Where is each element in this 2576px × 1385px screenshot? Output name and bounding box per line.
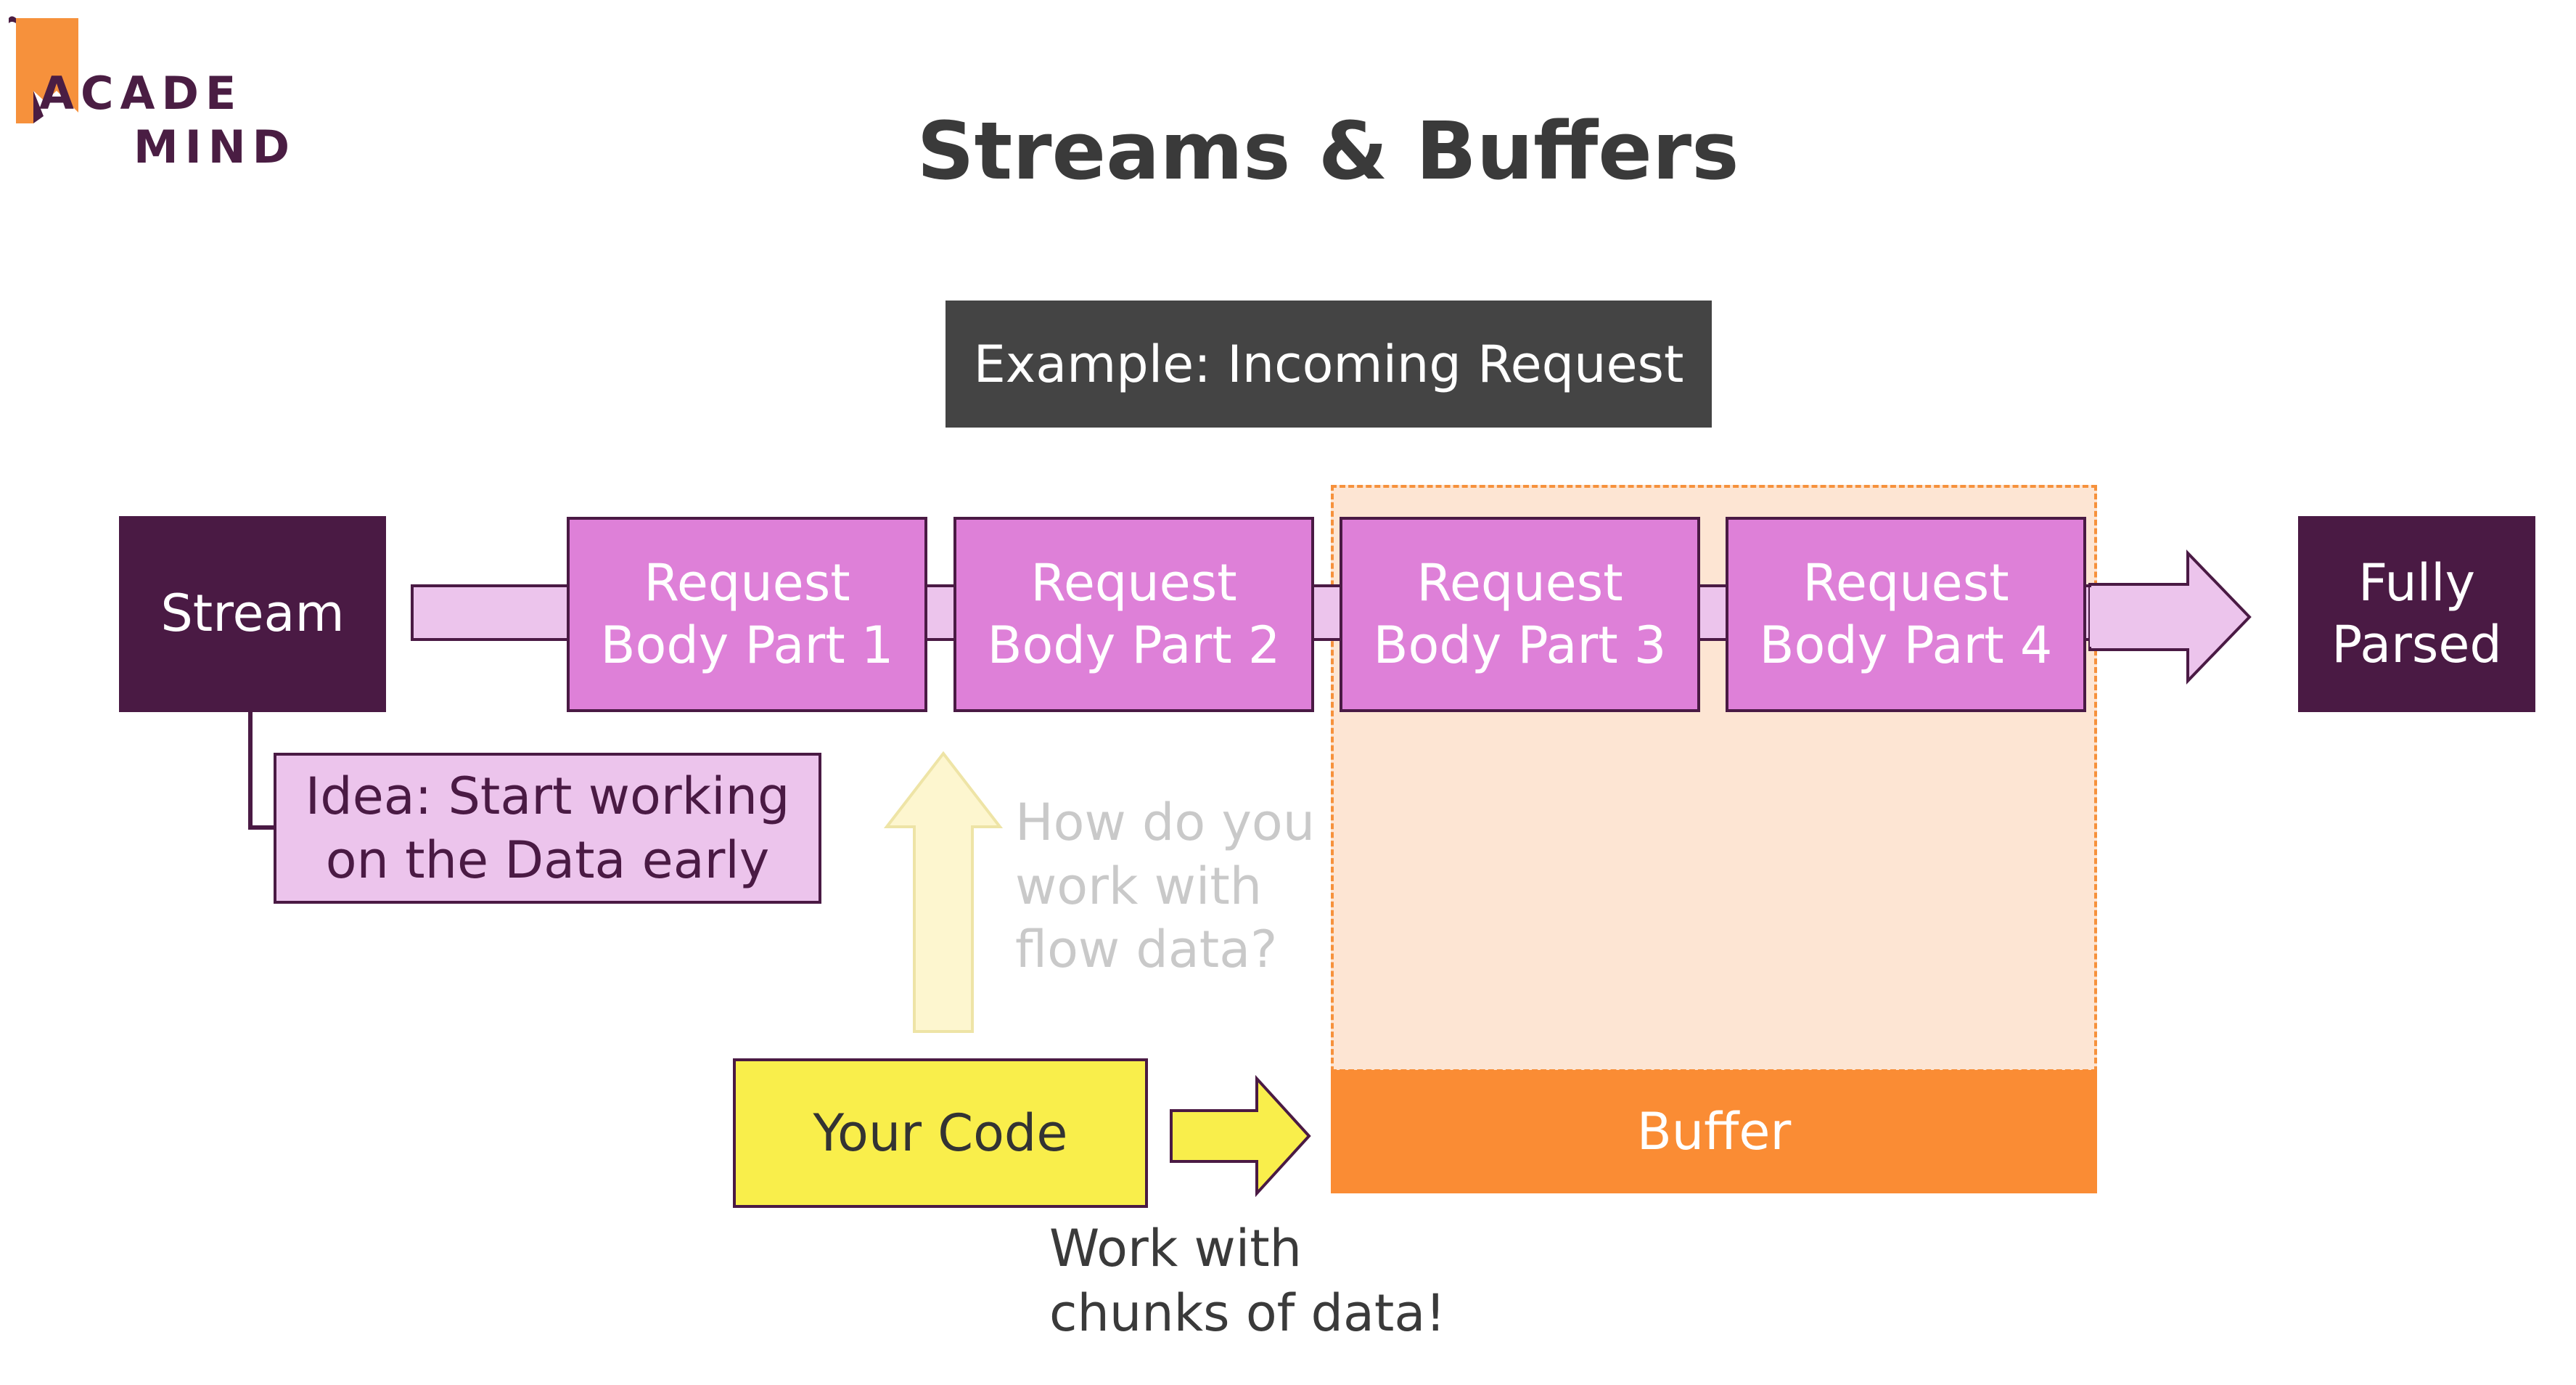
- logo-text-mind: MIND: [134, 120, 297, 173]
- code-to-buffer-arrow-icon: [1170, 1074, 1311, 1198]
- part-1-line1: Request: [644, 553, 850, 613]
- idea-connector-horizontal: [248, 825, 274, 830]
- part-3-line2: Body Part 3: [1373, 615, 1667, 675]
- question-line1: How do you: [1015, 793, 1316, 852]
- idea-box: Idea: Start working on the Data early: [274, 753, 821, 904]
- idea-connector-vertical: [248, 712, 253, 830]
- chunks-line2: chunks of data!: [1049, 1283, 1446, 1343]
- example-label: Example: Incoming Request: [946, 301, 1712, 428]
- idea-line2: on the Data early: [325, 830, 770, 890]
- part-3-line1: Request: [1416, 553, 1623, 613]
- faded-up-arrow-icon: [883, 751, 1004, 1033]
- fully-parsed-line2: Parsed: [2331, 615, 2502, 674]
- request-body-part-3: Request Body Part 3: [1340, 517, 1700, 712]
- pipe-arrowhead-icon: [2088, 549, 2252, 685]
- part-2-line1: Request: [1030, 553, 1237, 613]
- part-4-line2: Body Part 4: [1759, 615, 2053, 675]
- question-line2: work with: [1015, 856, 1263, 916]
- request-body-part-2: Request Body Part 2: [953, 517, 1314, 712]
- fully-parsed-line1: Fully: [2358, 552, 2476, 613]
- request-body-part-4: Request Body Part 4: [1726, 517, 2086, 712]
- your-code-box: Your Code: [733, 1058, 1148, 1208]
- logo-text-acade: ACADE: [39, 67, 243, 120]
- part-1-line2: Body Part 1: [600, 615, 894, 675]
- fully-parsed-box: Fully Parsed: [2298, 516, 2535, 712]
- question-line3: flow data?: [1015, 920, 1278, 979]
- stream-box: Stream: [119, 516, 386, 712]
- slide-title: Streams & Buffers: [916, 105, 1739, 197]
- chunks-line1: Work with: [1049, 1219, 1303, 1278]
- flow-data-question: How do you work with flow data?: [1015, 791, 1315, 982]
- buffer-box: Buffer: [1331, 1070, 2097, 1193]
- part-2-line2: Body Part 2: [987, 615, 1281, 675]
- chunks-note: Work with chunks of data!: [1049, 1217, 1445, 1346]
- request-body-part-1: Request Body Part 1: [567, 517, 927, 712]
- idea-line1: Idea: Start working: [305, 766, 790, 826]
- logo-bookmark-icon: [9, 16, 78, 123]
- part-4-line1: Request: [1802, 553, 2009, 613]
